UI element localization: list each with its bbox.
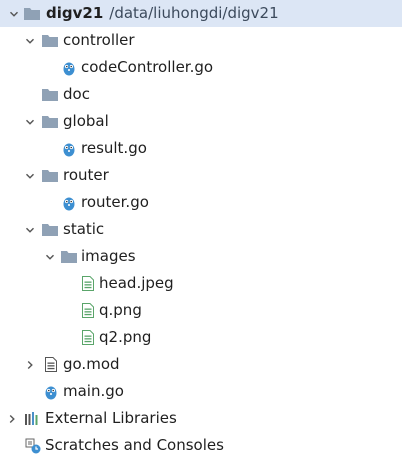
tree-row-head-jpeg[interactable]: head.jpeg (0, 270, 402, 297)
tree-item-label: router.go (81, 193, 149, 211)
tree-item-label: head.jpeg (99, 274, 174, 292)
tree-row-main-go[interactable]: main.go (0, 378, 402, 405)
chevron-right-icon[interactable] (24, 351, 36, 378)
text-file-icon (43, 351, 59, 378)
folder-icon (42, 108, 58, 135)
chevron-right-icon[interactable] (6, 405, 18, 432)
go-file-icon (61, 189, 77, 216)
folder-icon (42, 27, 58, 54)
root-node-label: digv21/data/liuhongdi/digv21 (46, 0, 279, 27)
root-name: digv21 (46, 4, 104, 22)
tree-item-label: static (63, 220, 105, 238)
tree-item-label: main.go (63, 382, 124, 400)
tree-row-q-png[interactable]: q.png (0, 297, 402, 324)
tree-row-global[interactable]: global (0, 108, 402, 135)
external-libraries-label: External Libraries (45, 409, 177, 427)
image-file-icon (80, 297, 96, 324)
tree-item-label: router (63, 166, 109, 184)
tree-row-doc[interactable]: doc (0, 81, 402, 108)
tree-row-q2-png[interactable]: q2.png (0, 324, 402, 351)
tree-row-router[interactable]: router (0, 162, 402, 189)
tree-row-root[interactable]: digv21/data/liuhongdi/digv21 (0, 0, 402, 27)
tree-item-label: global (63, 112, 109, 130)
chevron-down-icon[interactable] (8, 0, 20, 27)
folder-icon (61, 243, 77, 270)
scratches-icon (25, 432, 41, 459)
chevron-down-icon[interactable] (44, 243, 56, 270)
tree-item-label: controller (63, 31, 135, 49)
image-file-icon (80, 270, 96, 297)
go-file-icon (43, 378, 59, 405)
chevron-down-icon[interactable] (24, 162, 36, 189)
folder-icon (24, 0, 40, 27)
image-file-icon (80, 324, 96, 351)
folder-icon (42, 216, 58, 243)
tree-row-router-go[interactable]: router.go (0, 189, 402, 216)
tree-item-label: doc (63, 85, 90, 103)
chevron-down-icon[interactable] (24, 216, 36, 243)
tree-row-go-mod[interactable]: go.mod (0, 351, 402, 378)
tree-row-images[interactable]: images (0, 243, 402, 270)
libraries-icon (24, 405, 40, 432)
tree-item-label: codeController.go (81, 58, 214, 76)
folder-icon (42, 162, 58, 189)
scratches-and-consoles-label: Scratches and Consoles (45, 436, 224, 454)
chevron-down-icon[interactable] (24, 27, 36, 54)
go-file-icon (61, 135, 77, 162)
tree-row-result-go[interactable]: result.go (0, 135, 402, 162)
tree-item-label: q.png (99, 301, 142, 319)
tree-item-label: go.mod (63, 355, 120, 373)
tree-item-label: q2.png (99, 328, 152, 346)
tree-item-label: images (81, 247, 136, 265)
tree-item-label: result.go (81, 139, 147, 157)
folder-icon (42, 81, 58, 108)
root-path: /data/liuhongdi/digv21 (109, 4, 279, 22)
chevron-down-icon[interactable] (24, 108, 36, 135)
tree-row-scratches-and-consoles[interactable]: Scratches and Consoles (0, 432, 402, 459)
go-file-icon (61, 54, 77, 81)
tree-row-codecontroller-go[interactable]: codeController.go (0, 54, 402, 81)
tree-row-external-libraries[interactable]: External Libraries (0, 405, 402, 432)
tree-row-static[interactable]: static (0, 216, 402, 243)
tree-row-controller[interactable]: controller (0, 27, 402, 54)
